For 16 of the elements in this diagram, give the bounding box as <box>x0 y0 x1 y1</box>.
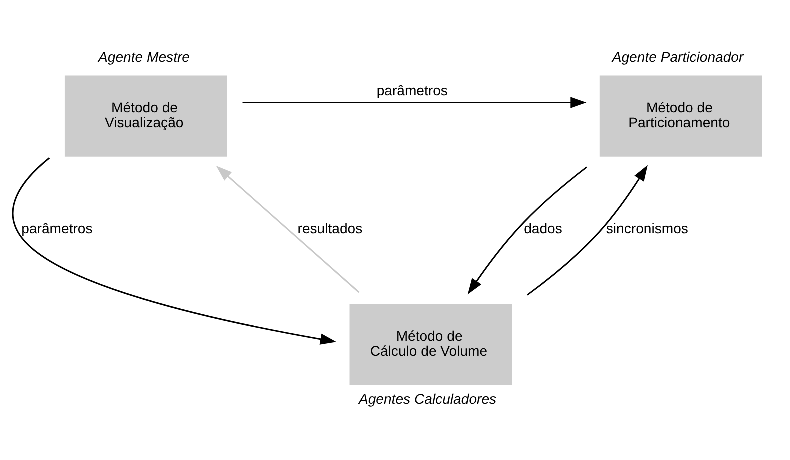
node-box: Método de Visualização <box>64 76 228 157</box>
arrow <box>468 166 588 295</box>
edge-label: sincronismos <box>606 220 688 237</box>
edge-label: dados <box>524 220 562 237</box>
node-box: Método de Cálculo de Volume <box>350 304 512 386</box>
arrow <box>216 166 360 294</box>
node-label: Agente Mestre <box>98 49 190 66</box>
edge-label: parâmetros <box>22 220 93 237</box>
edge-label: resultados <box>298 220 363 237</box>
node-label: Agente Particionador <box>612 49 744 66</box>
edge-label: parâmetros <box>376 82 448 99</box>
node-label: Agentes Calculadores <box>358 391 497 408</box>
arrow <box>242 97 587 108</box>
node-box: Método de Particionamento <box>600 76 762 157</box>
arrow <box>12 158 337 345</box>
arrow <box>527 165 648 296</box>
